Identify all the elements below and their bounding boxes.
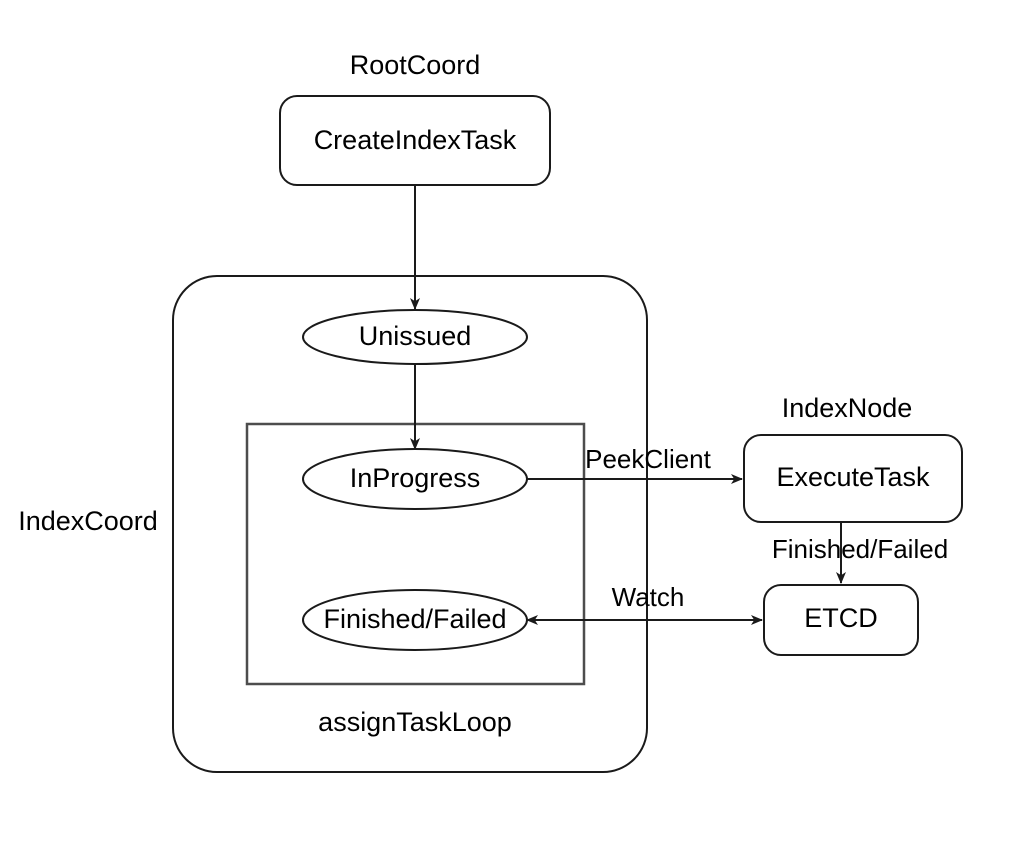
group-indexcoord: IndexCoord (18, 275, 648, 773)
node-unissued-label: Unissued (359, 321, 472, 351)
node-executetask[interactable]: ExecuteTask (743, 434, 963, 523)
edge-inprogress-to-executetask: PeekClient (527, 444, 743, 484)
node-executetask-shape[interactable] (743, 434, 963, 523)
node-finishedfailed[interactable]: Finished/Failed (302, 589, 528, 651)
edge-label-watch: Watch (612, 582, 685, 612)
node-etcd[interactable]: ETCD (763, 584, 919, 656)
edge-executetask-to-etcd: Finished/Failed (772, 522, 948, 584)
edge-label-peekclient: PeekClient (585, 444, 712, 474)
edge-label-finished-failed: Finished/Failed (772, 534, 948, 564)
node-inprogress-shape[interactable] (302, 448, 528, 510)
node-inprogress[interactable]: InProgress (302, 448, 528, 510)
node-etcd-label: ETCD (804, 603, 878, 633)
caption-rootcoord: RootCoord (350, 50, 481, 80)
group-indexcoord-outline (172, 275, 648, 773)
node-inprogress-label: InProgress (350, 463, 481, 493)
edge-etcd-to-finishedfailed: Watch (526, 582, 763, 625)
group-indexcoord-label: IndexCoord (18, 506, 158, 536)
node-finishedfailed-label: Finished/Failed (323, 604, 506, 634)
node-createindextask-label: CreateIndexTask (314, 125, 517, 155)
caption-indexnode: IndexNode (782, 393, 913, 423)
node-unissued-shape[interactable] (302, 309, 528, 365)
node-finishedfailed-shape[interactable] (302, 589, 528, 651)
node-createindextask-shape[interactable] (279, 95, 551, 186)
node-createindextask[interactable]: CreateIndexTask (279, 95, 551, 186)
node-etcd-shape[interactable] (763, 584, 919, 656)
node-executetask-label: ExecuteTask (776, 462, 930, 492)
node-unissued[interactable]: Unissued (302, 309, 528, 365)
group-assigntaskloop-label: assignTaskLoop (318, 707, 512, 737)
